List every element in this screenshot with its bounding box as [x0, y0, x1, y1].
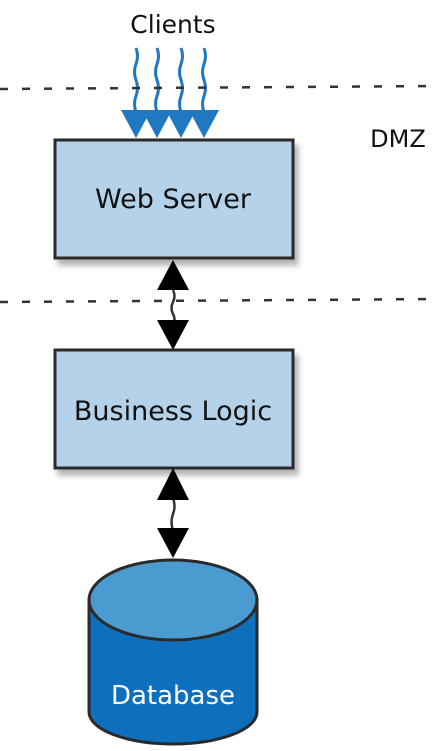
database-node: Database [87, 558, 259, 746]
up-arrowhead [157, 468, 189, 500]
client-arrowheads [121, 110, 219, 138]
up-arrowhead [157, 260, 189, 290]
web-to-logic-connector [157, 260, 189, 350]
client-arrows [133, 47, 207, 113]
database-label: Database [111, 681, 235, 711]
web-server-label: Web Server [95, 184, 252, 215]
business-logic-label: Business Logic [74, 396, 272, 427]
web-server-node: Web Server [53, 138, 295, 260]
logic-to-db-connector [157, 468, 189, 558]
dmz-bottom-boundary [0, 297, 439, 304]
clients-label: Clients [130, 10, 215, 39]
business-logic-node: Business Logic [53, 348, 295, 470]
down-arrowhead [157, 528, 189, 558]
dmz-top-boundary [0, 84, 439, 91]
down-arrowhead [157, 320, 189, 350]
dmz-label: DMZ [370, 125, 426, 153]
